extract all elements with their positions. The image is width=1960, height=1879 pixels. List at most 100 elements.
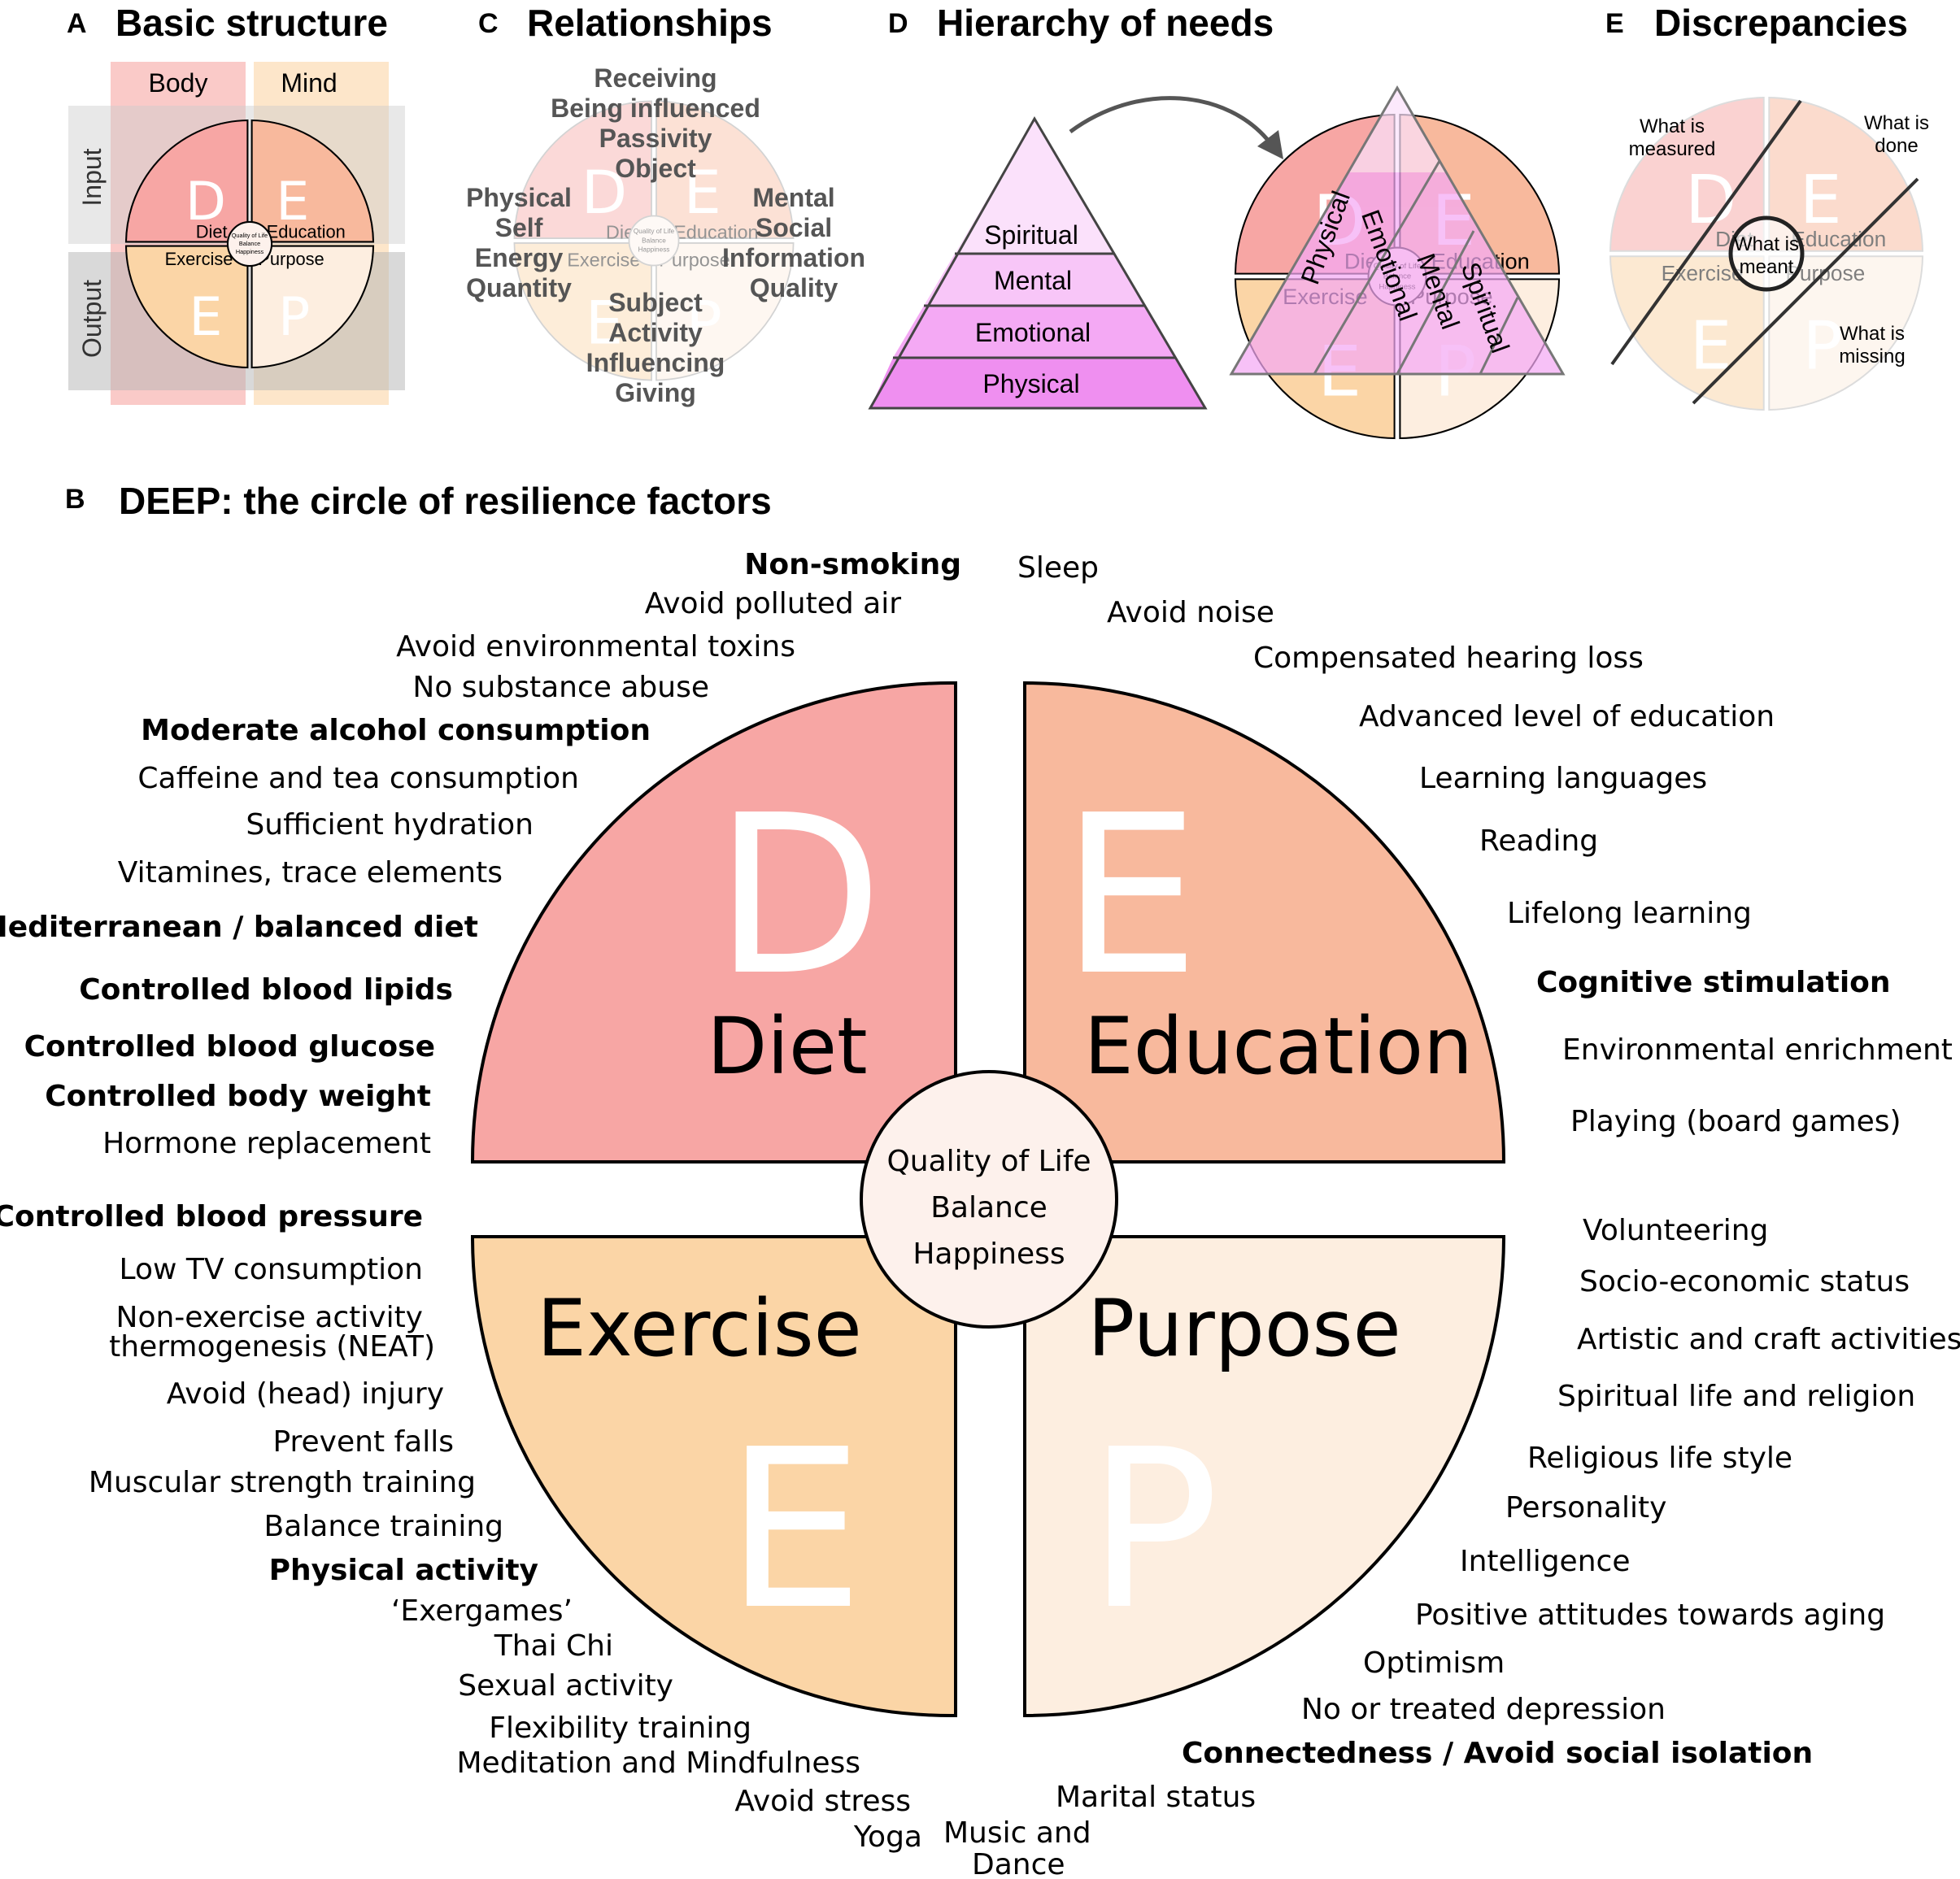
- factor-education-6: Reading: [1479, 824, 1598, 858]
- c-diet-label: Diet: [606, 222, 640, 243]
- a-exercise-label: Exercise: [165, 249, 233, 269]
- rel-bottom-4: Giving: [615, 378, 696, 407]
- education-factors: Sleep Avoid noise Compensated hearing lo…: [1017, 551, 1953, 1138]
- done-line2: done: [1875, 135, 1918, 157]
- big-education-label: Education: [1084, 1001, 1473, 1092]
- factor-exercise-8: Balance training: [264, 1510, 504, 1543]
- c-exercise-quadrant: [513, 242, 652, 381]
- factor-exercise-1: Controlled blood pressure: [0, 1200, 423, 1233]
- factor-exercise-14: Meditation and Mindfulness: [456, 1746, 860, 1780]
- pyramid-label-physical: Physical: [982, 369, 1079, 398]
- a-letter-d: D: [185, 172, 226, 233]
- big-letter-e2: E: [725, 1402, 865, 1658]
- a-letter-p: P: [278, 287, 310, 348]
- panel-c: C Relationships D E E P Diet Education E…: [466, 2, 865, 407]
- a-center-line1: Quality of Life: [232, 232, 268, 239]
- factor-education-8: Cognitive stimulation: [1536, 966, 1891, 999]
- factor-diet-10: Controlled blood lipids: [79, 973, 453, 1007]
- e-purpose-quadrant: [1768, 255, 1924, 411]
- pyramid-label-mental: Mental: [994, 266, 1072, 295]
- input-label: Input: [77, 148, 107, 206]
- purpose-quadrant: [1023, 1235, 1506, 1718]
- discrepancy-line-2: [1692, 177, 1919, 405]
- e-diet-quadrant: [1609, 96, 1765, 252]
- pyramid-level-spiritual: [955, 119, 1114, 254]
- c-diet-quadrant: [513, 100, 652, 239]
- factor-education-7: Lifelong learning: [1507, 897, 1752, 930]
- discrepancy-line-1: [1610, 99, 1802, 366]
- factor-diet-11: Controlled blood glucose: [24, 1030, 435, 1063]
- factor-education-3: Compensated hearing loss: [1253, 642, 1644, 675]
- overlay-divider-1: [1313, 160, 1441, 375]
- c-letter-p: P: [686, 289, 722, 358]
- factor-purpose-10: No or treated depression: [1301, 1693, 1666, 1726]
- factor-exercise-13: Flexibility training: [489, 1712, 751, 1745]
- e-letter-e1: E: [1800, 162, 1842, 239]
- center-circle: [860, 1070, 1118, 1329]
- panel-a: A Basic structure Body Mind Input Output…: [67, 2, 405, 405]
- big-exercise-label: Exercise: [537, 1283, 861, 1374]
- panel-b-letter: B: [65, 484, 85, 515]
- output-label: Output: [77, 280, 107, 358]
- factor-exercise-15: Avoid stress: [734, 1785, 911, 1818]
- e-education-label: Education: [1791, 227, 1886, 251]
- c-center-line1: Quality of Life: [634, 228, 675, 235]
- transform-arrow: [1069, 96, 1272, 145]
- panel-c-letter: C: [478, 8, 499, 39]
- pyramid-level-emotional: [893, 306, 1176, 358]
- rel-top-2: Being influenced: [551, 94, 760, 123]
- rel-bottom-2: Activity: [608, 318, 703, 347]
- done-line1: What is: [1864, 112, 1929, 134]
- panel-d: D Hierarchy of needs Spiritual Mental Em…: [868, 2, 1566, 440]
- a-education-quadrant: [250, 119, 375, 243]
- factor-education-2: Avoid noise: [1107, 596, 1274, 629]
- rel-top-4: Object: [615, 154, 696, 183]
- overlay-divider-2: [1396, 230, 1475, 375]
- factor-diet-3: Avoid environmental toxins: [396, 630, 795, 663]
- factor-purpose-12: Marital status: [1056, 1781, 1256, 1814]
- rel-top-1: Receiving: [594, 63, 716, 93]
- panel-e-letter: E: [1605, 8, 1624, 39]
- a-center-line2: Balance: [239, 240, 260, 247]
- factor-exercise-12: Sexual activity: [458, 1669, 673, 1703]
- diet-factors: Non-smoking Avoid polluted air Avoid env…: [0, 548, 961, 1160]
- factor-exercise-4: thermogenesis (NEAT): [109, 1330, 435, 1364]
- a-purpose-quadrant: [250, 245, 375, 369]
- factor-purpose-4: Spiritual life and religion: [1557, 1380, 1915, 1413]
- panel-a-letter: A: [67, 8, 87, 39]
- center-line1: Quality of Life: [886, 1145, 1091, 1178]
- center-line3: Happiness: [912, 1237, 1065, 1271]
- a-letter-e2: E: [189, 287, 222, 348]
- factor-exercise-5: Avoid (head) injury: [167, 1377, 444, 1411]
- factor-exercise-6: Prevent falls: [272, 1425, 454, 1459]
- overlay-divider-3: [1479, 297, 1519, 375]
- factor-exercise-10: ‘Exergames’: [391, 1594, 573, 1628]
- c-center-circle: [628, 215, 680, 267]
- c-education-quadrant: [656, 100, 795, 239]
- c-center-line3: Happiness: [638, 246, 670, 254]
- missing-line2: missing: [1839, 346, 1905, 368]
- panel-c-title: Relationships: [527, 2, 773, 44]
- rel-left-1: Physical: [466, 183, 572, 212]
- factor-diet-6: Caffeine and tea consumption: [137, 762, 579, 795]
- rel-right-2: Social: [756, 213, 832, 242]
- factor-purpose-5: Religious life style: [1527, 1442, 1792, 1475]
- e-letter-p: P: [1802, 307, 1843, 385]
- factor-education-9: Environmental enrichment: [1562, 1033, 1953, 1067]
- a-letter-e1: E: [276, 172, 309, 233]
- e-letter-e2: E: [1690, 307, 1732, 385]
- a-exercise-quadrant: [124, 245, 249, 369]
- factor-exercise-9: Physical activity: [269, 1554, 538, 1587]
- rel-right-3: Information: [722, 243, 865, 272]
- diet-quadrant: [470, 681, 957, 1164]
- e-exercise-label: Exercise: [1662, 261, 1744, 285]
- c-letter-e2: E: [586, 289, 623, 358]
- factor-diet-12: Controlled body weight: [45, 1080, 431, 1113]
- center-line2: Balance: [930, 1191, 1048, 1224]
- factor-education-10: Playing (board games): [1570, 1105, 1901, 1138]
- big-purpose-label: Purpose: [1087, 1283, 1400, 1374]
- factor-purpose-7: Intelligence: [1460, 1545, 1630, 1578]
- big-deep-circle: D E E P Diet Education Exercise Purpose …: [470, 681, 1506, 1718]
- factor-purpose-14: Dance: [972, 1848, 1065, 1879]
